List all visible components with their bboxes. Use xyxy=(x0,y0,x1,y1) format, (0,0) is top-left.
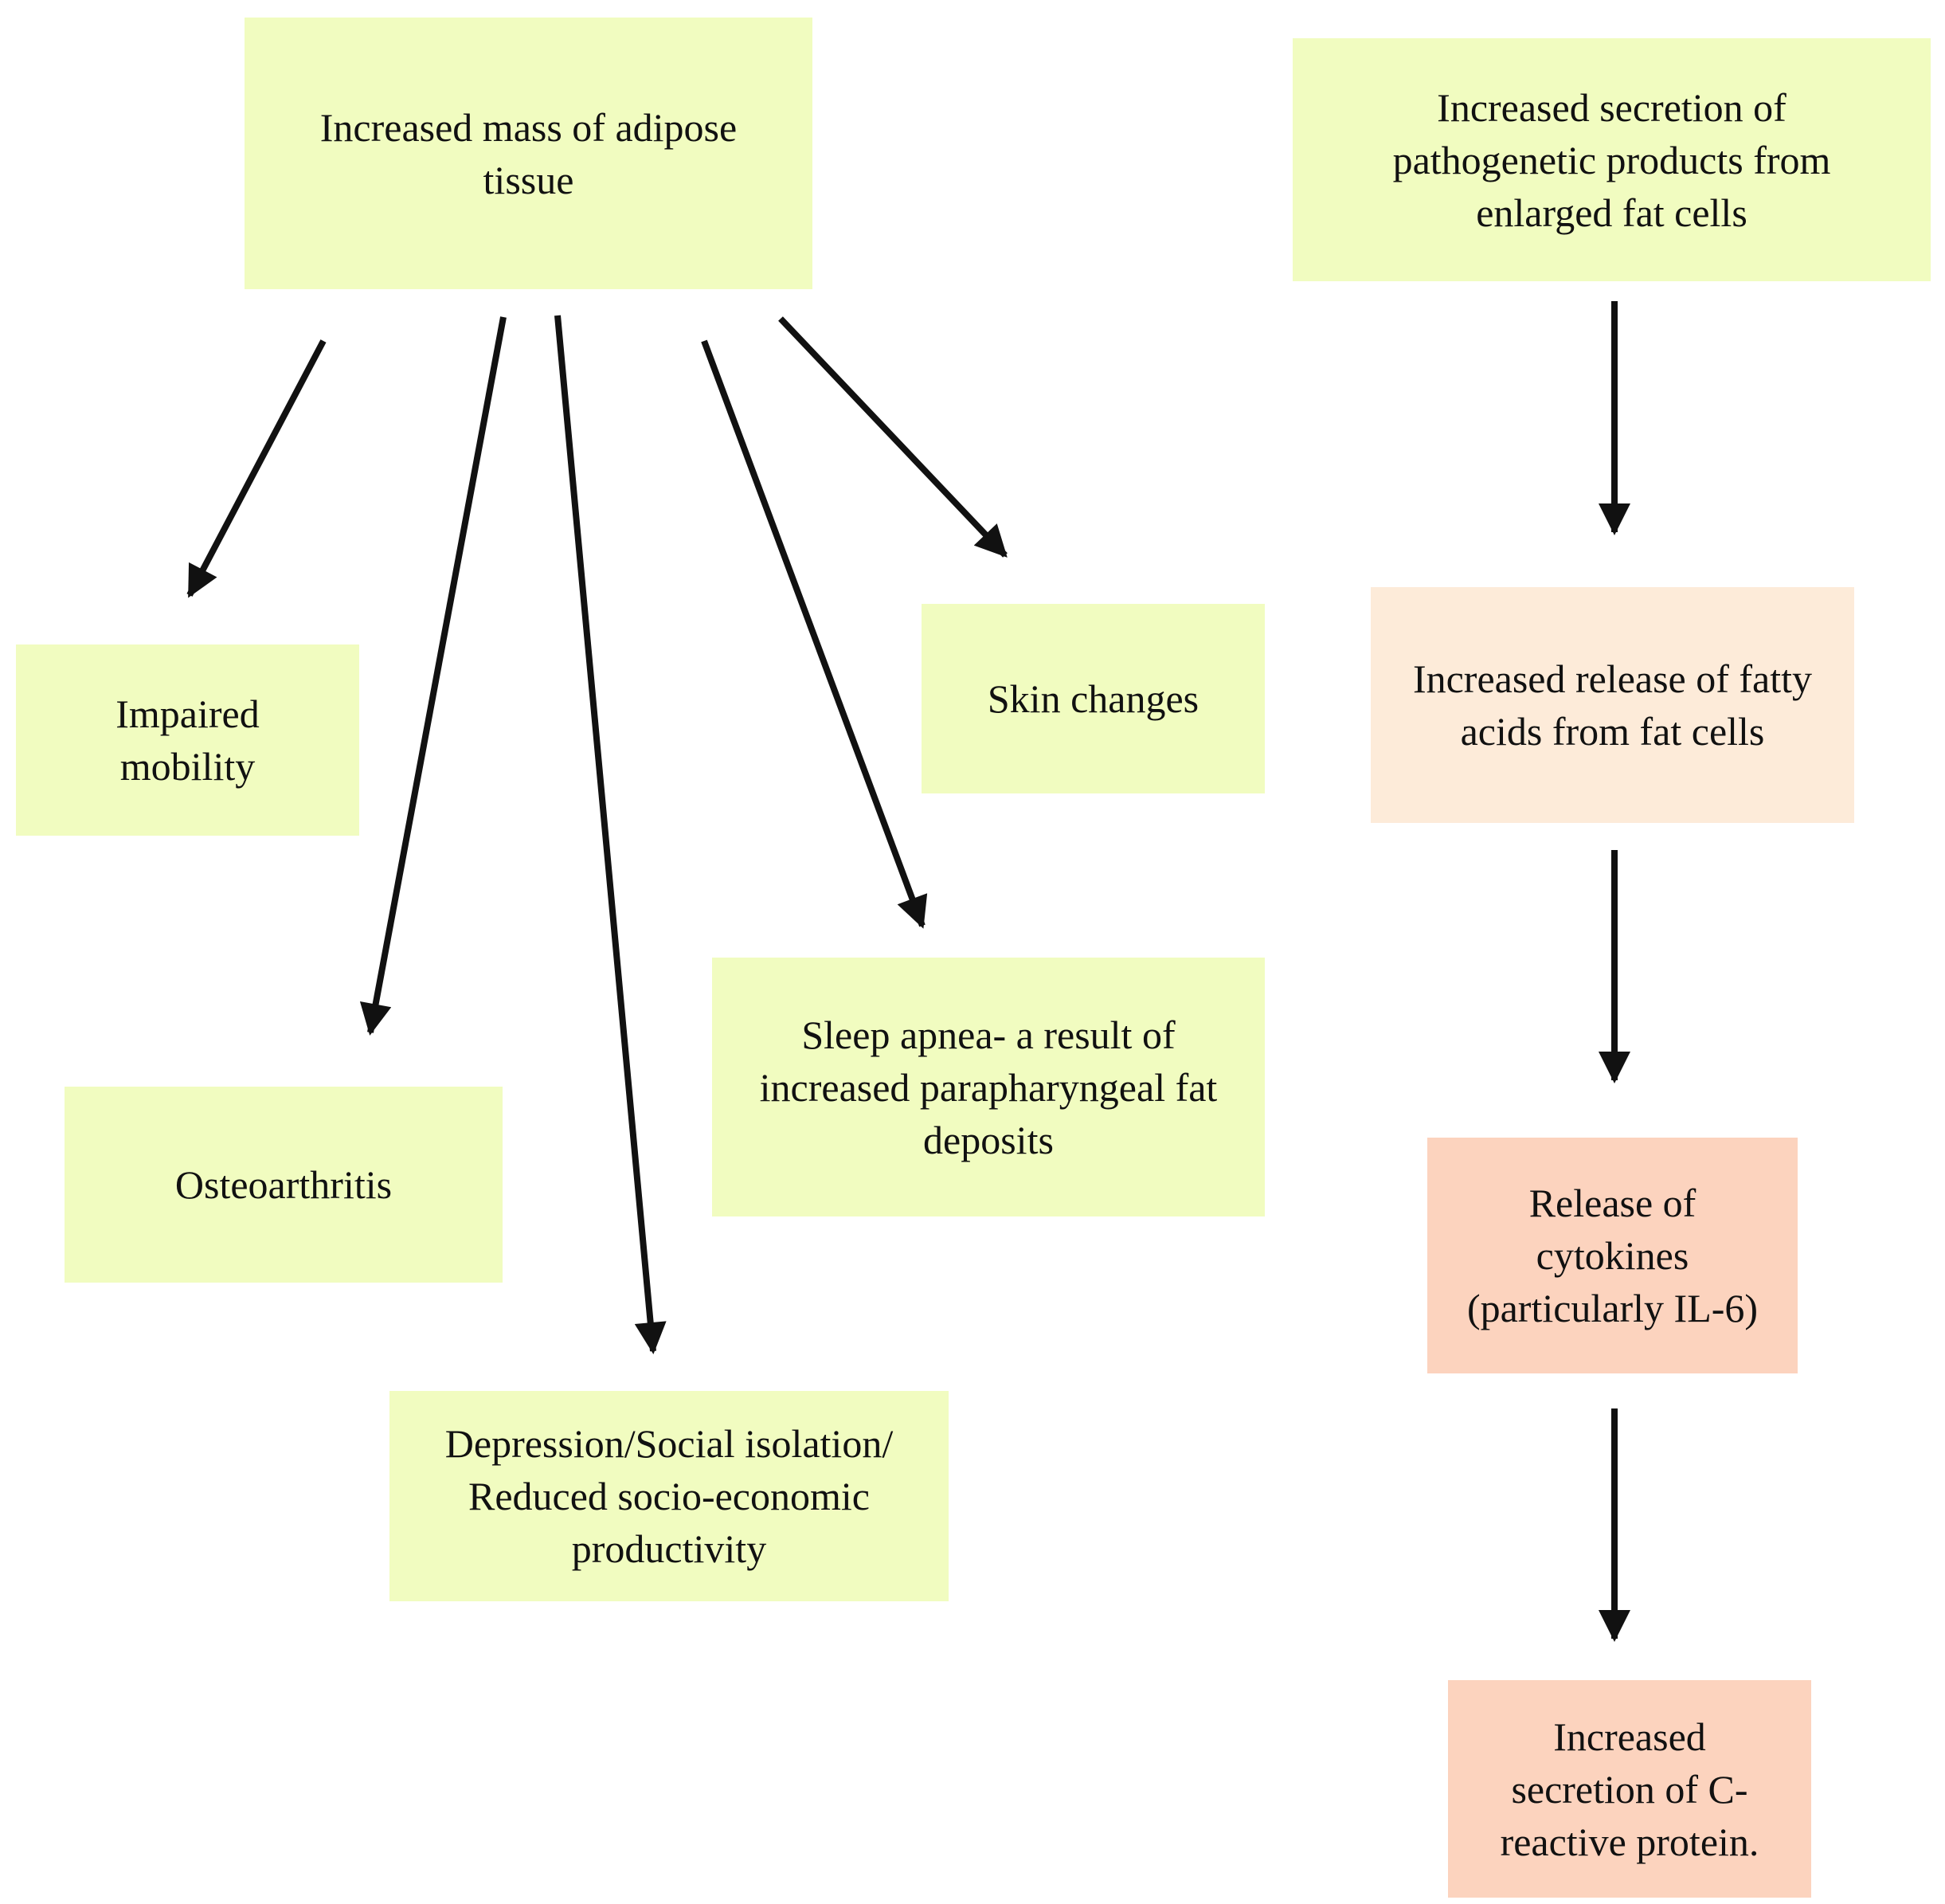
node-label: Osteoarthritis xyxy=(174,1162,393,1207)
arrow-adipose-to-depression xyxy=(554,315,667,1354)
node-release-of-cytokines: Release of cytokines (particularly IL-6) xyxy=(1427,1138,1798,1373)
node-increased-secretion-c-reactive-protein: Increased secretion of C- reactive prote… xyxy=(1448,1680,1811,1898)
node-label: Increased release of fatty acids from fa… xyxy=(1412,656,1813,754)
node-skin-changes: Skin changes xyxy=(922,604,1265,793)
node-depression-social-isolation: Depression/Social isolation/ Reduced soc… xyxy=(389,1391,949,1601)
node-osteoarthritis: Osteoarthritis xyxy=(65,1087,503,1283)
arrow-adipose-to-skin xyxy=(778,316,1008,558)
node-increased-release-fatty-acids: Increased release of fatty acids from fa… xyxy=(1371,587,1854,823)
node-label: Impaired mobility xyxy=(115,691,260,789)
node-label: Release of cytokines (particularly IL-6) xyxy=(1466,1181,1759,1330)
node-label: Increased mass of adipose tissue xyxy=(319,104,738,202)
node-increased-secretion-pathogenetic-products: Increased secretion of pathogenetic prod… xyxy=(1293,38,1931,281)
arrow-adipose-to-mobility xyxy=(186,339,327,598)
node-sleep-apnea: Sleep apnea- a result of increased parap… xyxy=(712,958,1265,1216)
node-label: Sleep apnea- a result of increased parap… xyxy=(759,1012,1218,1162)
node-impaired-mobility: Impaired mobility xyxy=(16,644,359,836)
node-label: Depression/Social isolation/ Reduced soc… xyxy=(444,1421,894,1571)
node-increased-mass-adipose-tissue: Increased mass of adipose tissue xyxy=(245,18,812,289)
node-label: Skin changes xyxy=(987,676,1199,721)
arrow-adipose-to-sleep-apnea xyxy=(701,339,928,929)
node-label: Increased secretion of pathogenetic prod… xyxy=(1392,84,1831,235)
node-label: Increased secretion of C- reactive prote… xyxy=(1500,1714,1759,1864)
arrow-adipose-to-osteoarthritis xyxy=(359,316,507,1036)
